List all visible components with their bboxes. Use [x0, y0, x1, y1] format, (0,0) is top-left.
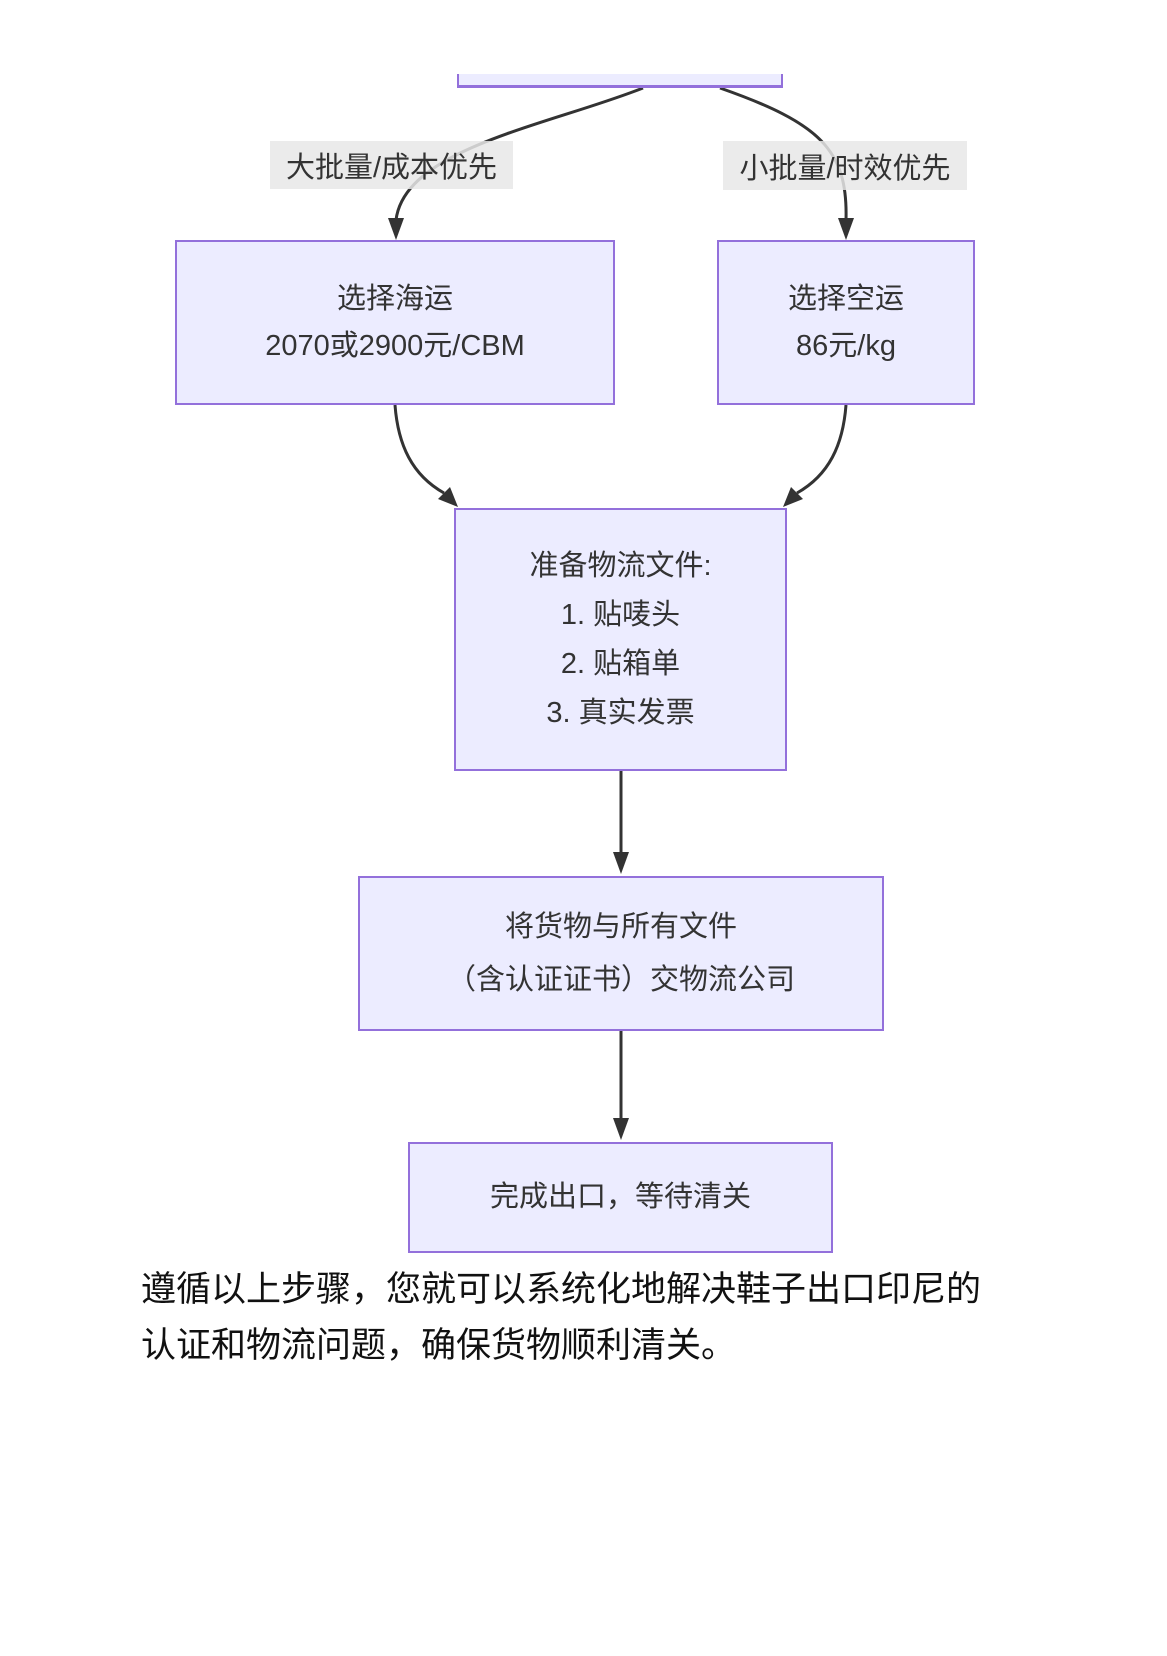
edge-top-to-air: [719, 86, 854, 240]
node-line: 选择空运: [787, 282, 904, 315]
flow-node-top-clipped: [457, 74, 783, 88]
flow-node-export-complete: 完成出口，等待清关: [408, 1142, 833, 1253]
edge-air-to-docs: [783, 404, 848, 507]
closing-paragraph: 遵循以上步骤，您就可以系统化地解决鞋子出口印尼的 认证和物流问题，确保货物顺利清…: [141, 1262, 981, 1374]
node-line: 1. 贴唛头: [560, 598, 681, 631]
flow-node-air-freight: 选择空运 86元/kg: [717, 240, 975, 405]
edge-docs-to-handover: [613, 771, 629, 874]
edge-top-to-sea: [388, 86, 644, 240]
node-line: 准备物流文件:: [529, 549, 712, 582]
node-line: 2070或2900元/CBM: [265, 329, 525, 362]
node-line: （含认证证书）交物流公司: [446, 963, 795, 996]
paragraph-line: 遵循以上步骤，您就可以系统化地解决鞋子出口印尼的: [141, 1270, 982, 1309]
node-line: 选择海运: [336, 282, 453, 315]
flow-node-sea-freight: 选择海运 2070或2900元/CBM: [175, 240, 615, 405]
flow-node-handover-logistics: 将货物与所有文件 （含认证证书）交物流公司: [358, 876, 884, 1031]
flow-node-prepare-documents: 准备物流文件: 1. 贴唛头 2. 贴箱单 3. 真实发票: [454, 508, 787, 771]
node-line: 2. 贴箱单: [560, 647, 681, 680]
node-line: 86元/kg: [796, 329, 896, 362]
paragraph-line: 认证和物流问题，确保货物顺利清关。: [141, 1326, 737, 1365]
node-line: 将货物与所有文件: [504, 910, 737, 943]
node-line: 完成出口，等待清关: [489, 1181, 751, 1213]
node-line: 3. 真实发票: [546, 696, 695, 729]
edge-label-small-speed: 小批量/时效优先: [723, 141, 967, 190]
edge-label-bulk-cost: 大批量/成本优先: [270, 141, 513, 189]
edge-sea-to-docs: [393, 404, 458, 507]
edge-handover-to-done: [613, 1031, 629, 1140]
